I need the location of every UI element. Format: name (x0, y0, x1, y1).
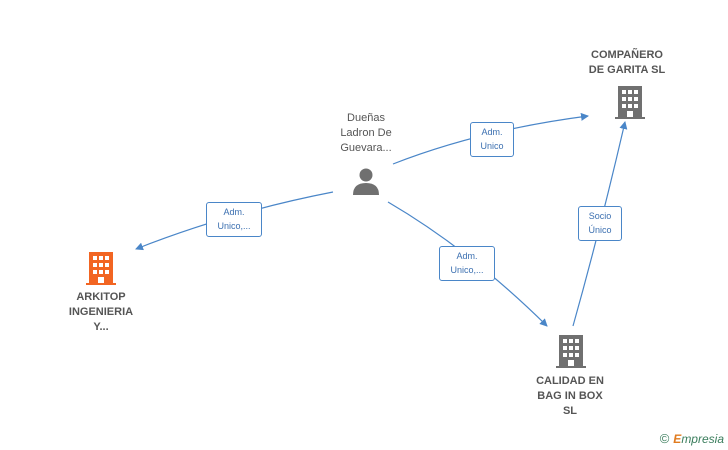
calidad-label-line: SL (562, 405, 578, 417)
person-label-line: Ladron De (340, 127, 392, 139)
person-label-line: Guevara... (340, 142, 392, 154)
calidad-label-line: BAG IN BOX (537, 390, 603, 402)
companero-label-line: DE GARITA SL (588, 64, 666, 76)
edge-label-line: Adm. (223, 207, 245, 217)
calidad-node-label[interactable]: CALIDAD EN BAG IN BOX SL (515, 374, 625, 419)
calidad-label-line: CALIDAD EN (536, 375, 604, 387)
edge-label-person-companero[interactable]: Adm. Unico (470, 122, 514, 157)
edge-label-line: Unico,... (450, 265, 484, 275)
edge-label-person-calidad[interactable]: Adm. Unico,... (439, 246, 495, 281)
edge-label-line: Único (588, 225, 612, 235)
edge-label-line: Unico,... (217, 221, 251, 231)
edge-label-person-arkitop[interactable]: Adm. Unico,... (206, 202, 262, 237)
building-icon-companero[interactable] (614, 84, 646, 120)
building-icon-arkitop[interactable] (85, 250, 117, 286)
arkitop-label-line: INGENIERIA (68, 306, 134, 318)
companero-node-label[interactable]: COMPAÑERO DE GARITA SL (567, 48, 687, 78)
edge-label-line: Socio (588, 211, 612, 221)
brand-name: mpresia (681, 432, 724, 446)
edge-label-line: Adm. (481, 127, 503, 137)
arkitop-node-label[interactable]: ARKITOP INGENIERIA Y... (46, 290, 156, 335)
brand-watermark: ©Empresia (660, 431, 724, 446)
arkitop-label-line: Y... (93, 321, 109, 333)
edge-label-calidad-companero[interactable]: Socio Único (578, 206, 622, 241)
person-label-line: Dueñas (347, 112, 385, 124)
person-icon[interactable] (351, 166, 381, 196)
building-icon-calidad[interactable] (555, 333, 587, 369)
person-node-label[interactable]: Dueñas Ladron De Guevara... (316, 111, 416, 156)
arkitop-label-line: ARKITOP (76, 291, 126, 303)
copyright-symbol: © (659, 431, 670, 446)
companero-label-line: COMPAÑERO (591, 49, 663, 61)
brand-initial: E (673, 432, 682, 446)
edge-label-line: Unico (480, 141, 504, 151)
edge-label-line: Adm. (456, 251, 478, 261)
